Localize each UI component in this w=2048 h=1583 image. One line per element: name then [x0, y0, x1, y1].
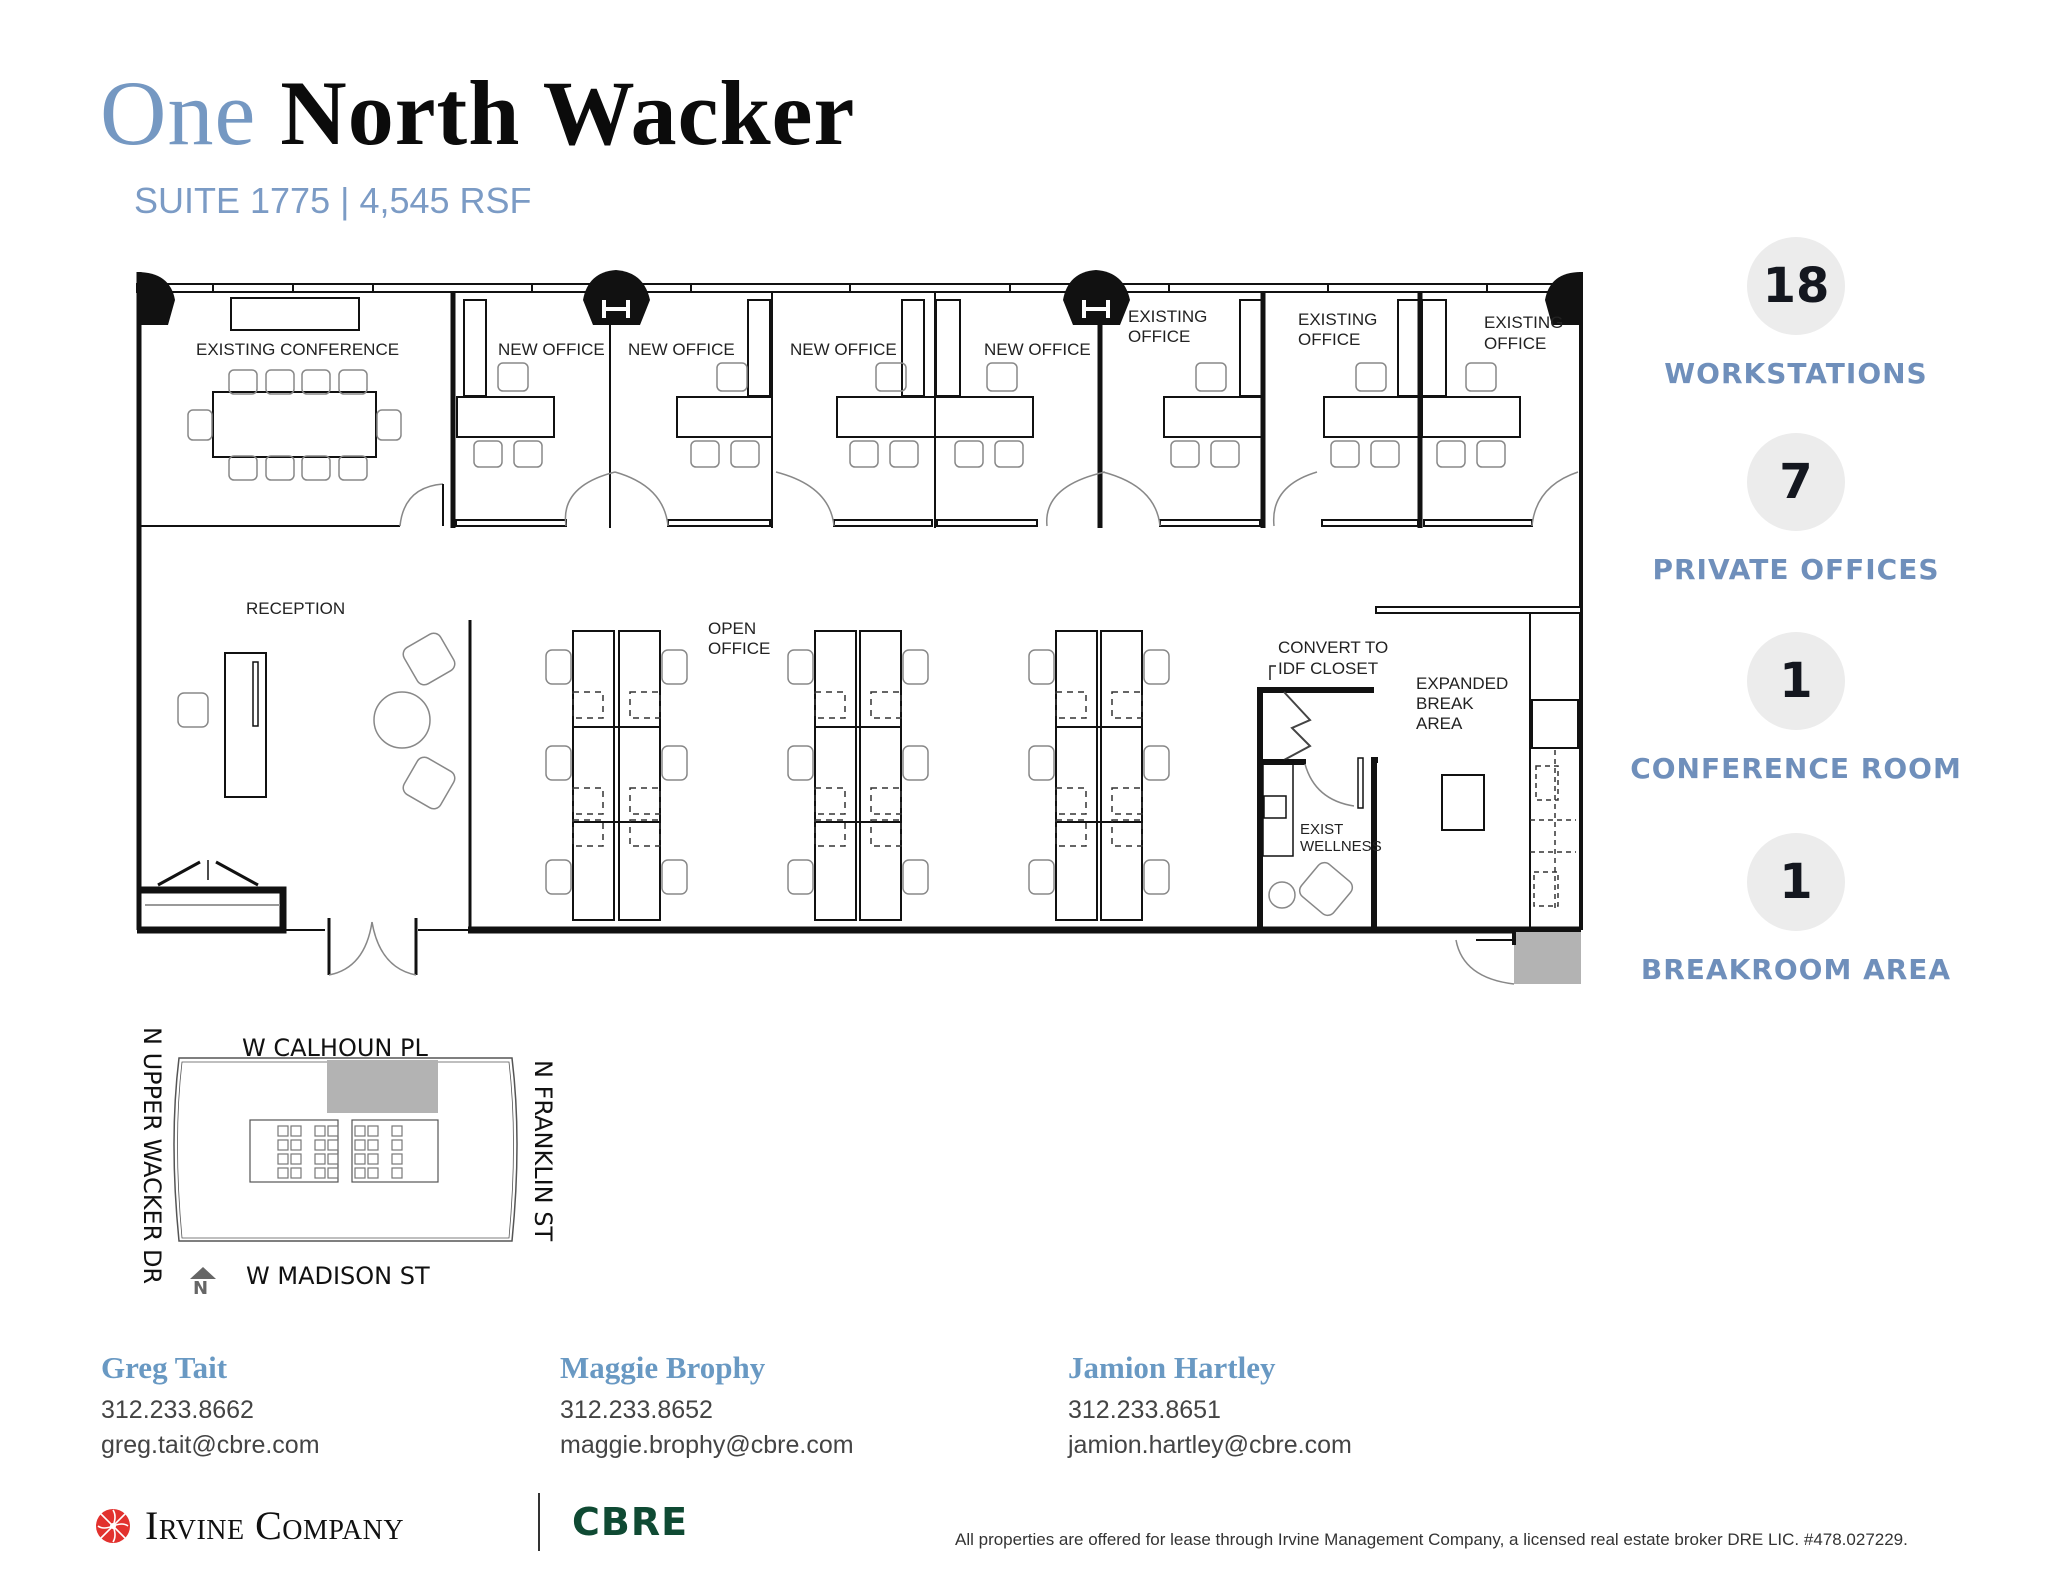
stat-conference-room: 1 CONFERENCE ROOM: [1626, 632, 1966, 785]
room-label-wellness-l1: EXIST: [1300, 821, 1343, 838]
room-label-new-office-1: NEW OFFICE: [498, 340, 605, 359]
room-label-existing-office-2-l2: OFFICE: [1298, 330, 1360, 349]
suite-subtitle: SUITE 1775 | 4,545 RSF: [134, 180, 532, 221]
stat-label: PRIVATE OFFICES: [1652, 553, 1940, 586]
contact-phone[interactable]: 312.233.8662: [101, 1396, 254, 1424]
contact-email[interactable]: greg.tait@cbre.com: [101, 1431, 320, 1459]
room-label-idf-l2: IDF CLOSET: [1278, 659, 1378, 678]
stat-value: 18: [1747, 237, 1845, 335]
room-label-break-l3: AREA: [1416, 714, 1463, 733]
north-arrow-icon: [190, 1267, 216, 1279]
contact-name: Maggie Brophy: [560, 1350, 766, 1385]
stat-value: 1: [1747, 632, 1845, 730]
contact-name: Jamion Hartley: [1068, 1350, 1276, 1385]
room-label-existing-office-1-l1: EXISTING: [1128, 307, 1207, 326]
key-plan: [173, 1057, 518, 1242]
street-west: N UPPER WACKER DR: [138, 1027, 166, 1285]
room-label-wellness-l2: WELLNESS: [1300, 838, 1382, 855]
stat-label: CONFERENCE ROOM: [1630, 752, 1962, 785]
irvine-company-logo: Irvine Company: [95, 1502, 404, 1549]
page-title: One North Wacker: [100, 60, 855, 166]
room-label-existing-office-3-l1: EXISTING: [1484, 313, 1563, 332]
irvine-logo-text: Irvine Company: [145, 1503, 405, 1548]
title-one: One: [100, 62, 257, 164]
room-label-reception: RECEPTION: [246, 599, 345, 618]
contact-name: Greg Tait: [101, 1350, 228, 1385]
stat-value: 7: [1747, 433, 1845, 531]
room-label-break-l1: EXPANDED: [1416, 674, 1508, 693]
contact-email[interactable]: maggie.brophy@cbre.com: [560, 1431, 854, 1459]
room-label-new-office-4: NEW OFFICE: [984, 340, 1091, 359]
room-label-existing-office-2-l1: EXISTING: [1298, 310, 1377, 329]
contact-card: Maggie Brophy 312.233.8652 maggie.brophy…: [560, 1350, 854, 1460]
room-label-idf-l1: CONVERT TO: [1278, 638, 1388, 657]
room-label-open-office-l1: OPEN: [708, 619, 756, 638]
contact-email[interactable]: jamion.hartley@cbre.com: [1068, 1431, 1352, 1459]
room-label-existing-office-3-l2: OFFICE: [1484, 334, 1546, 353]
stat-workstations: 18 WORKSTATIONS: [1626, 237, 1966, 390]
contact-phone[interactable]: 312.233.8652: [560, 1396, 713, 1424]
logo-divider: [538, 1493, 540, 1551]
stat-breakroom: 1 BREAKROOM AREA: [1626, 833, 1966, 986]
contact-card: Jamion Hartley 312.233.8651 jamion.hartl…: [1068, 1350, 1352, 1460]
room-label-new-office-2: NEW OFFICE: [628, 340, 735, 359]
stat-label: BREAKROOM AREA: [1640, 953, 1952, 986]
north-label: N: [193, 1278, 209, 1299]
street-south: W MADISON ST: [246, 1262, 430, 1290]
room-label-existing-office-1-l2: OFFICE: [1128, 327, 1190, 346]
irvine-sunburst-icon: [96, 1508, 130, 1543]
room-label-open-office-l2: OFFICE: [708, 639, 770, 658]
stat-value: 1: [1747, 833, 1845, 931]
street-east: N FRANKLIN ST: [529, 1060, 557, 1242]
stat-private-offices: 7 PRIVATE OFFICES: [1626, 433, 1966, 586]
street-north: W CALHOUN PL: [242, 1034, 428, 1062]
contact-phone[interactable]: 312.233.8651: [1068, 1396, 1221, 1424]
room-label-new-office-3: NEW OFFICE: [790, 340, 897, 359]
stat-label: WORKSTATIONS: [1664, 357, 1928, 390]
disclaimer: All properties are offered for lease thr…: [955, 1530, 1908, 1549]
contact-card: Greg Tait 312.233.8662 greg.tait@cbre.co…: [101, 1350, 320, 1460]
cbre-logo: CBRE: [572, 1500, 689, 1544]
title-north-wacker: North Wacker: [280, 62, 856, 164]
room-label-conference: EXISTING CONFERENCE: [196, 340, 399, 359]
room-label-break-l2: BREAK: [1416, 694, 1474, 713]
